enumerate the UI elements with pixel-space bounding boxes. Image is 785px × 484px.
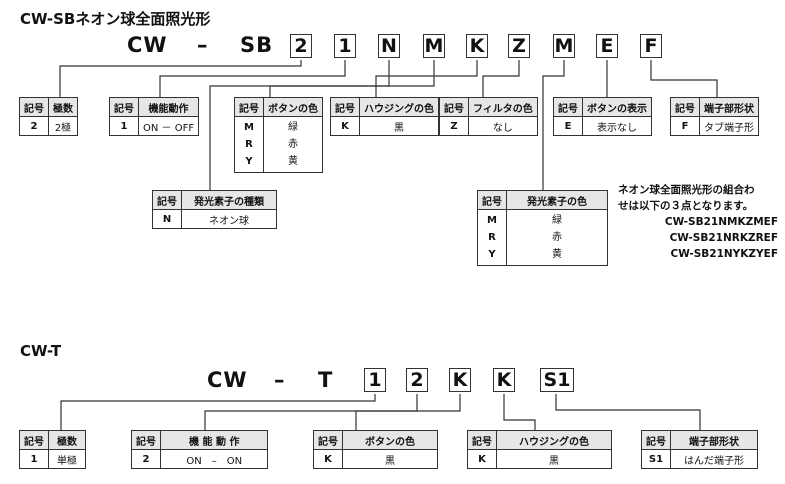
t-model-dash: – (274, 368, 286, 392)
sb-model-prefix-cw: CW (127, 33, 168, 57)
t-code-box-function: 2 (406, 368, 428, 392)
header-cell: ボタンの表示 (582, 97, 652, 117)
header-cell: 記号 (670, 97, 700, 117)
value-cell: 黒 (496, 449, 612, 469)
code-cell: Z (439, 116, 469, 136)
value-cell: 表示なし (582, 116, 652, 136)
header-cell: 端子部形状 (670, 430, 758, 450)
code-cell: M R Y (477, 209, 507, 266)
header-cell: 記号 (467, 430, 497, 450)
code-cell: F (670, 116, 700, 136)
value-cell: ON － OFF (137, 116, 200, 136)
header-cell: フィルタの色 (468, 97, 538, 117)
value-cell: ネオン球 (181, 209, 277, 229)
note-line: せは以下の３点となります。 (618, 200, 754, 212)
value-cell: タブ端子形 (699, 116, 759, 136)
header-cell: 記号 (19, 97, 49, 117)
header-cell: 端子部形状 (699, 97, 759, 117)
t-model-prefix-t: T (318, 368, 334, 392)
code-cell: 1 (109, 116, 139, 136)
t-model-prefix-cw: CW (207, 368, 248, 392)
code-cell: K (330, 116, 360, 136)
note-example: CW-SB21NRKZREF (669, 232, 778, 244)
value-cell: 2極 (48, 116, 78, 136)
header-cell: 記号 (439, 97, 469, 117)
code-cell: 1 (19, 449, 49, 469)
header-cell: 極数 (48, 97, 78, 117)
code-cell: K (313, 449, 343, 469)
sb-code-box-button-display: E (596, 34, 618, 58)
header-cell: ハウジングの色 (359, 97, 439, 117)
value-cell: はんだ端子形 (670, 449, 758, 469)
header-cell: 記号 (641, 430, 671, 450)
header-cell: 記号 (234, 97, 264, 117)
sb-model-prefix-sb: SB (240, 33, 274, 57)
sb-code-box-housing-color: K (466, 34, 488, 58)
code-cell: N (152, 209, 182, 229)
t-code-box-button-color: K (449, 368, 471, 392)
header-cell: 発光素子の種類 (181, 190, 277, 210)
header-cell: 機 能 動 作 (159, 430, 269, 450)
t-code-box-housing-color: K (493, 368, 515, 392)
sb-code-box-button-color: M (423, 34, 445, 58)
code-cell: K (467, 449, 497, 469)
value-cell: 黒 (342, 449, 438, 469)
header-cell: 記号 (152, 190, 182, 210)
value-cell: 単極 (48, 449, 86, 469)
sb-combination-note: ネオン球全面照光形の組合わ せは以下の３点となります。 CW-SB21NMKZM… (618, 182, 778, 262)
header-cell: 発光素子の色 (506, 190, 608, 210)
code-cell: E (553, 116, 583, 136)
sb-code-box-filter-color: Z (508, 34, 530, 58)
t-code-box-terminal: S1 (540, 368, 574, 392)
note-example: CW-SB21NYKZYEF (670, 248, 778, 260)
header-cell: 記号 (313, 430, 343, 450)
sb-code-box-lamp-type: N (378, 34, 400, 58)
header-cell: 記号 (19, 430, 49, 450)
value-cell: 黒 (359, 116, 439, 136)
sb-section-title: CW-SBネオン球全面照光形 (20, 10, 211, 28)
code-cell: S1 (641, 449, 671, 469)
sb-model-dash: – (197, 33, 209, 57)
note-example: CW-SB21NMKZMEF (664, 216, 778, 228)
sb-code-box-function: 1 (334, 34, 356, 58)
code-cell: 2 (131, 449, 161, 469)
value-cell: 緑 赤 黄 (506, 209, 608, 266)
header-cell: 記号 (131, 430, 161, 450)
header-cell: ハウジングの色 (496, 430, 612, 450)
header-cell: 記号 (477, 190, 507, 210)
value-cell: なし (468, 116, 538, 136)
t-section-title: CW-T (20, 342, 62, 360)
header-cell: 記号 (330, 97, 360, 117)
sb-code-box-terminal: F (640, 34, 662, 58)
t-code-box-poles: 1 (364, 368, 386, 392)
value-cell: ON – ON (159, 449, 269, 469)
header-cell: ボタンの色 (342, 430, 438, 450)
code-cell: 2 (19, 116, 49, 136)
header-cell: 極数 (48, 430, 86, 450)
sb-code-box-lamp-color: M (553, 34, 575, 58)
header-cell: 記号 (553, 97, 583, 117)
sb-code-box-poles: 2 (290, 34, 312, 58)
header-cell: ボタンの色 (263, 97, 323, 117)
header-cell: 記号 (109, 97, 139, 117)
header-cell: 機能動作 (137, 97, 200, 117)
note-line: ネオン球全面照光形の組合わ (618, 184, 755, 196)
value-cell: 緑 赤 黄 (263, 116, 323, 173)
code-cell: M R Y (234, 116, 264, 173)
